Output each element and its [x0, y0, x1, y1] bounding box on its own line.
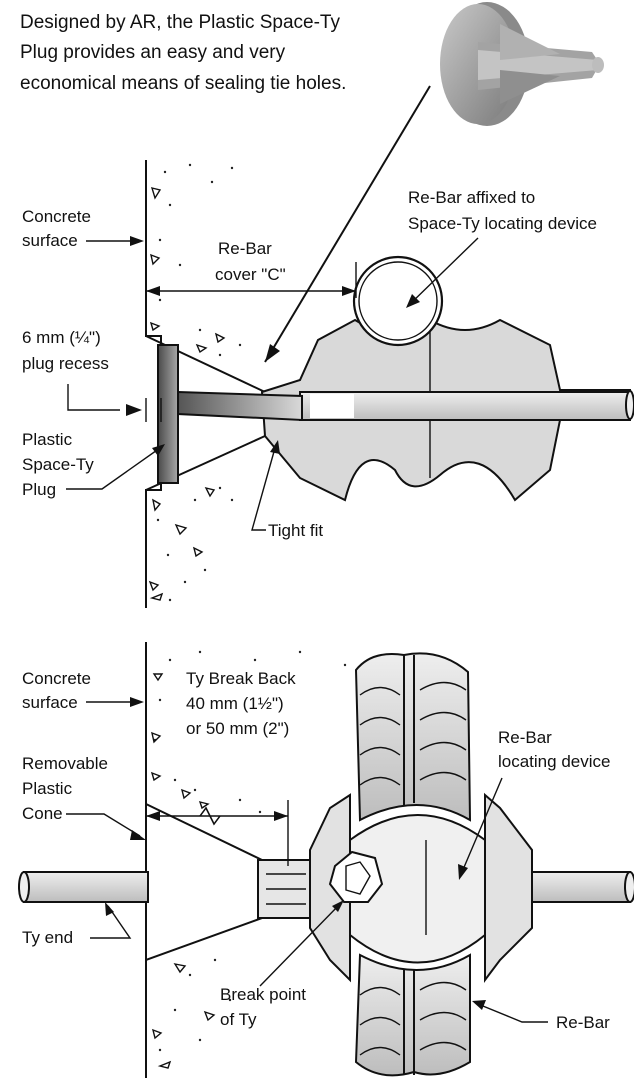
bottom-concrete-stones — [150, 673, 216, 1069]
photo-leader-line — [264, 85, 431, 363]
bottom-device-right-flange — [484, 792, 533, 983]
top-plug-label-3: Plug — [22, 480, 56, 499]
top-concrete-label-2: surface — [22, 231, 78, 250]
photo-leader-arrow — [265, 344, 280, 362]
bottom-break-back-label-3: or 50 mm (2") — [186, 719, 289, 738]
top-concrete-label-1: Concrete — [22, 207, 91, 226]
bottom-cone-label-2: Plastic — [22, 779, 73, 798]
plug-photo — [440, 2, 604, 126]
bottom-tie-left — [23, 871, 149, 903]
bottom-concrete-label-2: surface — [22, 693, 78, 712]
bottom-rebar-label: Re-Bar — [556, 1013, 610, 1032]
top-cover-label-1: Re-Bar — [218, 239, 272, 258]
bottom-break-point-label-2: of Ty — [220, 1010, 257, 1029]
top-concrete-stones — [148, 187, 226, 601]
bottom-concrete-aggregate — [153, 650, 347, 1052]
top-tight-fit-label: Tight fit — [268, 521, 323, 540]
bottom-locating-label-1: Re-Bar — [498, 728, 552, 747]
intro-text: Designed by AR, the Plastic Space-Ty Plu… — [20, 12, 346, 94]
top-plug-label-1: Plastic — [22, 430, 73, 449]
bottom-locating-device — [349, 814, 486, 964]
top-plug-label-2: Space-Ty — [22, 455, 94, 474]
bottom-locating-label-2: locating device — [498, 752, 610, 771]
bottom-break-point-label-1: Break point — [220, 985, 306, 1004]
bottom-concrete-label-1: Concrete — [22, 669, 91, 688]
bottom-cone-label-3: Cone — [22, 804, 63, 823]
bottom-device-left-flange — [309, 793, 351, 983]
bottom-tie-right — [531, 871, 631, 903]
top-tie-gap — [310, 394, 354, 418]
bottom-cone-label-1: Removable — [22, 754, 108, 773]
top-cover-label-2: cover "C" — [215, 265, 286, 284]
top-rebar-section — [352, 255, 444, 347]
intro-line-2: Plug provides an easy and very — [20, 42, 286, 63]
bottom-removable-cone — [145, 802, 263, 962]
top-affixed-label-2: Space-Ty locating device — [408, 214, 597, 233]
bottom-break-point — [328, 850, 384, 903]
intro-line-1: Designed by AR, the Plastic Space-Ty — [20, 12, 340, 33]
bottom-break-back-label-1: Ty Break Back — [186, 669, 296, 688]
top-affixed-label-1: Re-Bar affixed to — [408, 188, 535, 207]
top-concrete-aggregate — [156, 163, 242, 602]
top-plug-stem — [177, 390, 303, 422]
top-tie-end — [625, 390, 634, 420]
top-diagram: Concrete surface Re-Bar cover "C" Re-Bar… — [22, 160, 634, 608]
top-recess-label-2: plug recess — [22, 354, 109, 373]
bottom-diagram: Concrete surface Ty Break Back 40 mm (1½… — [18, 642, 634, 1078]
bottom-ty-end-label: Ty end — [22, 928, 73, 947]
top-recess-label-1: 6 mm (¼") — [22, 328, 101, 347]
intro-line-3: economical means of sealing tie holes. — [20, 73, 346, 94]
bottom-break-back-label-2: 40 mm (1½") — [186, 694, 284, 713]
